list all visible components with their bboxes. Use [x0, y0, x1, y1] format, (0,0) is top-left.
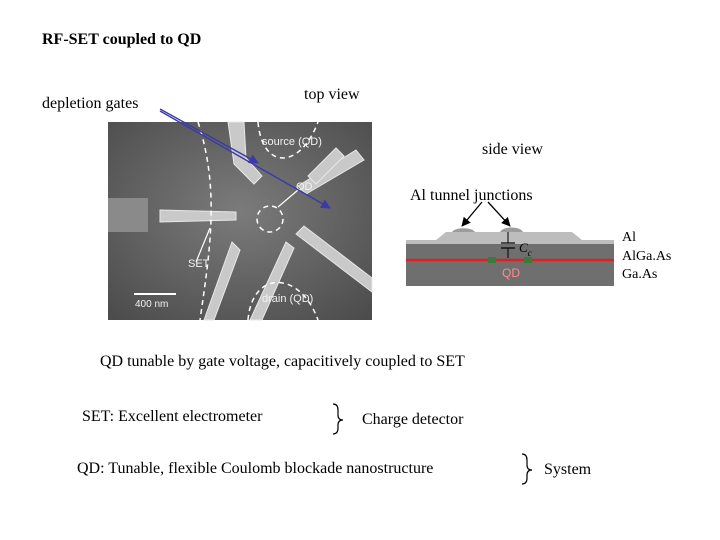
tunnel-junctions-label: Al tunnel junctions — [410, 187, 533, 204]
brace-charge-detector — [332, 403, 344, 435]
tunnel-junction-arrow-1 — [461, 201, 483, 227]
depletion-gates-arrow-2 — [159, 110, 331, 209]
dashed-source-boundary — [257, 121, 319, 159]
dashed-drain-boundary — [247, 281, 319, 321]
top-view-label: top view — [304, 86, 360, 103]
set-electrometer-text: SET: Excellent electrometer — [82, 408, 263, 425]
dashed-qd-circle — [256, 205, 284, 233]
side-view-label: side view — [482, 141, 543, 158]
tunnel-junction-arrow-2 — [487, 201, 511, 227]
sem-drain-label: drain (QD) — [262, 293, 313, 305]
gate-bottom-right — [295, 225, 373, 294]
set-island-lead — [159, 209, 237, 223]
layer-label-algaas: AlGa.As — [622, 249, 672, 264]
side-view-qd-label: QD — [502, 266, 520, 280]
depletion-gates-label: depletion gates — [42, 95, 139, 112]
set-pad — [108, 198, 148, 232]
caption: QD tunable by gate voltage, capacitively… — [100, 353, 465, 370]
gate-bottom-left — [203, 241, 241, 321]
system-text: System — [544, 461, 592, 478]
scale-bar-label: 400 nm — [135, 299, 168, 310]
charge-detector-text: Charge detector — [362, 411, 464, 428]
al-layer — [406, 232, 614, 244]
capacitor-label: Cc — [519, 240, 532, 258]
brace-system — [521, 453, 533, 485]
depletion-gates-arrow-1 — [159, 108, 259, 164]
gate-top-right-2 — [307, 147, 345, 185]
sem-qd-label: QD — [296, 181, 313, 193]
sem-set-label: SET — [188, 258, 210, 270]
sem-source-label: source (QD) — [262, 136, 322, 148]
dashed-left-boundary — [197, 121, 212, 321]
gate-bottom-center — [249, 241, 295, 321]
gate-top-left — [227, 121, 263, 185]
side-view-diagram: Cc QD — [406, 227, 614, 286]
layer-label-al: Al — [622, 230, 636, 245]
layer-label-gaas: Ga.As — [622, 267, 658, 282]
qd-nanostructure-text: QD: Tunable, flexible Coulomb blockade n… — [77, 460, 434, 477]
slide-title: RF-SET coupled to QD — [42, 31, 202, 48]
sem-micrograph: source (QD) QD SET drain (QD) 400 nm — [108, 121, 373, 321]
